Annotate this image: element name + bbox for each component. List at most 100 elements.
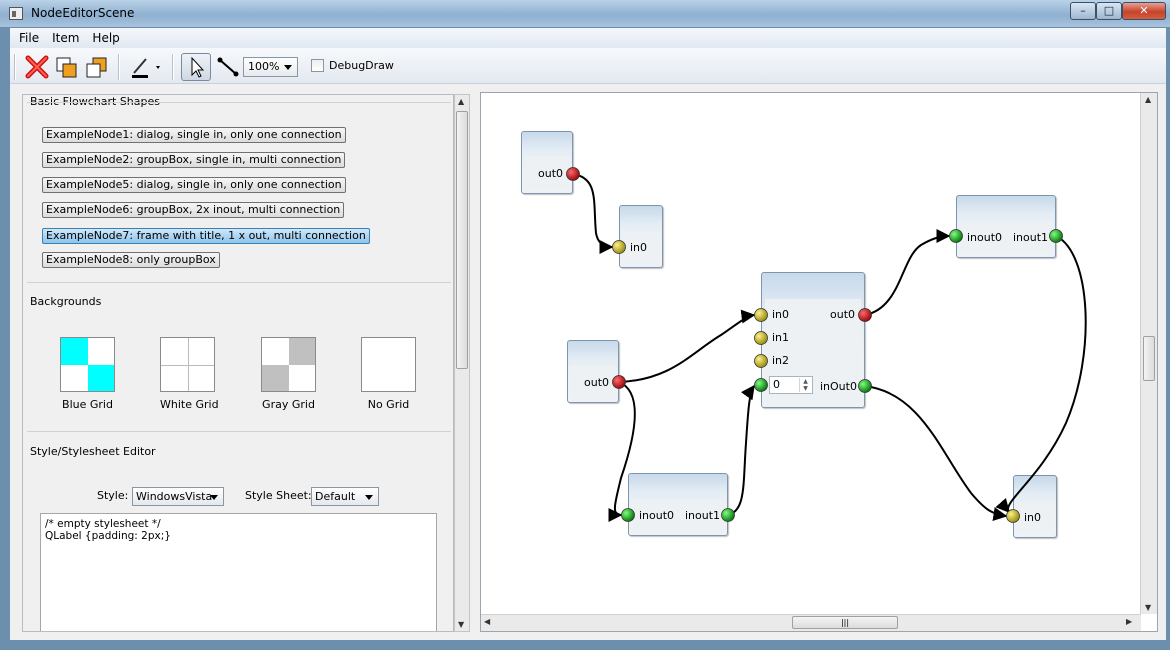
- port-label: out0: [584, 376, 610, 389]
- scroll-right-icon[interactable]: ▶: [1126, 617, 1133, 626]
- menu-file[interactable]: File: [19, 31, 40, 45]
- port-label: inout0: [639, 509, 675, 522]
- port-in-yellow: [754, 308, 768, 322]
- port-inout-green: [1049, 229, 1063, 243]
- node-button-6[interactable]: ExampleNode6: groupBox, 2x inout, multi …: [42, 202, 345, 218]
- node-3[interactable]: out0: [567, 340, 619, 403]
- menu-help[interactable]: Help: [92, 31, 120, 45]
- node-button-5[interactable]: ExampleNode5: dialog, single in, only on…: [42, 177, 346, 193]
- connection: [864, 229, 951, 316]
- no-grid-icon: [361, 337, 416, 392]
- port-inout-green: [721, 508, 735, 522]
- send-to-back-icon[interactable]: [84, 53, 110, 81]
- delete-icon[interactable]: [24, 53, 50, 81]
- port-label: in0: [1024, 511, 1042, 524]
- connection: [608, 381, 636, 522]
- style-editor-title: Style/Stylesheet Editor: [30, 445, 156, 458]
- node-button-1[interactable]: ExampleNode1: dialog, single in, only on…: [42, 127, 346, 143]
- node-7[interactable]: in0: [1013, 475, 1057, 538]
- toolbar-grip: [14, 54, 16, 80]
- gray-grid-icon: [261, 337, 316, 392]
- bg-white-grid[interactable]: White Grid: [160, 337, 219, 411]
- window-title: NodeEditorScene: [31, 6, 135, 20]
- app-icon: [9, 7, 23, 20]
- debug-draw-label: DebugDraw: [329, 59, 394, 72]
- editor-line: QLabel {padding: 2px;}: [45, 530, 171, 542]
- node-6[interactable]: inout0 inout1: [956, 195, 1056, 258]
- port-in-yellow: [754, 331, 768, 345]
- left-dock: Basic Flowchart Shapes ExampleNode1: dia…: [22, 94, 454, 632]
- port-label: in0: [772, 308, 790, 321]
- menu-item[interactable]: Item: [52, 31, 80, 45]
- node-5[interactable]: inout0 inout1: [628, 473, 728, 536]
- bg-no-grid[interactable]: No Grid: [361, 337, 416, 411]
- connections-layer: [566, 167, 1087, 523]
- connection: [727, 384, 755, 516]
- port-in-yellow: [612, 240, 626, 254]
- node-button-7[interactable]: ExampleNode7: frame with title, 1 x out,…: [42, 228, 370, 244]
- backgrounds-title: Backgrounds: [30, 295, 102, 308]
- scroll-thumb[interactable]: [456, 111, 468, 369]
- debug-draw-checkbox[interactable]: DebugDraw: [311, 59, 394, 72]
- port-label: out0: [830, 308, 856, 321]
- chevron-down-icon: [365, 495, 373, 500]
- port-label: inout0: [967, 231, 1003, 244]
- checkbox-icon[interactable]: [311, 59, 324, 72]
- pointer-tool-icon[interactable]: [181, 53, 211, 81]
- port-in-yellow: [754, 354, 768, 368]
- left-scrollbar[interactable]: ▲ ▼: [454, 94, 470, 632]
- node-1[interactable]: out0: [521, 131, 573, 194]
- maximize-button[interactable]: □: [1096, 2, 1122, 20]
- scene-vertical-scrollbar[interactable]: ▲ ▼: [1140, 93, 1157, 614]
- white-grid-icon: [160, 337, 215, 392]
- scroll-down-icon[interactable]: ▼: [458, 620, 465, 629]
- node-2[interactable]: in0: [619, 205, 663, 268]
- port-out-red: [858, 308, 872, 322]
- line-color-icon[interactable]: [128, 53, 164, 81]
- port-inout-green: [754, 378, 768, 392]
- stylesheet-editor[interactable]: /* empty stylesheet */ QLabel {padding: …: [40, 513, 437, 631]
- scroll-left-icon[interactable]: ◀: [484, 617, 491, 626]
- port-label: in1: [772, 331, 790, 344]
- blue-grid-icon: [60, 337, 115, 392]
- bg-gray-grid[interactable]: Gray Grid: [261, 337, 316, 411]
- port-label: in0: [630, 241, 648, 254]
- node-button-8[interactable]: ExampleNode8: only groupBox: [42, 252, 220, 268]
- port-in-yellow: [1006, 509, 1020, 523]
- port-label: inout1: [685, 509, 721, 522]
- scene-horizontal-scrollbar[interactable]: ◀ ||| ▶: [481, 614, 1141, 631]
- editor-line: /* empty stylesheet */: [45, 518, 161, 530]
- port-out-red: [566, 167, 580, 181]
- stylesheet-combo[interactable]: Default: [311, 487, 379, 506]
- value-spinbox[interactable]: 0▲▼: [769, 376, 813, 394]
- node-button-2[interactable]: ExampleNode2: groupBox, single in, multi…: [42, 152, 346, 168]
- chevron-down-icon: [284, 65, 292, 70]
- port-label: out0: [538, 167, 564, 180]
- port-label: in2: [772, 354, 790, 367]
- connection: [864, 385, 1008, 522]
- scroll-thumb[interactable]: |||: [792, 616, 898, 629]
- spin-arrows-icon[interactable]: ▲▼: [799, 378, 811, 392]
- scroll-up-icon[interactable]: ▲: [458, 97, 465, 106]
- node-scene[interactable]: out0 in0 out0 in0 in1 in2 0▲▼ out0 inOut…: [480, 92, 1158, 632]
- bg-blue-grid[interactable]: Blue Grid: [60, 337, 115, 411]
- flowchart-title: Basic Flowchart Shapes: [30, 95, 160, 108]
- port-out-red: [612, 375, 626, 389]
- port-label: inOut0: [820, 380, 857, 393]
- scroll-down-icon[interactable]: ▼: [1145, 603, 1152, 612]
- connection: [572, 173, 614, 254]
- connect-tool-icon[interactable]: [215, 53, 241, 81]
- port-label: inout1: [1013, 231, 1049, 244]
- connection: [995, 235, 1087, 514]
- toolbar: 100% DebugDraw: [10, 48, 1166, 84]
- zoom-select[interactable]: 100%: [243, 57, 298, 77]
- scroll-thumb[interactable]: [1143, 336, 1155, 381]
- port-inout-green: [621, 508, 635, 522]
- minimize-button[interactable]: –: [1070, 2, 1096, 20]
- style-combo[interactable]: WindowsVista: [132, 487, 224, 506]
- bring-to-front-icon[interactable]: [54, 53, 80, 81]
- connection: [618, 309, 756, 383]
- scroll-up-icon[interactable]: ▲: [1145, 95, 1152, 104]
- menu-bar: File Item Help: [10, 28, 1166, 48]
- close-button[interactable]: ✕: [1122, 2, 1166, 20]
